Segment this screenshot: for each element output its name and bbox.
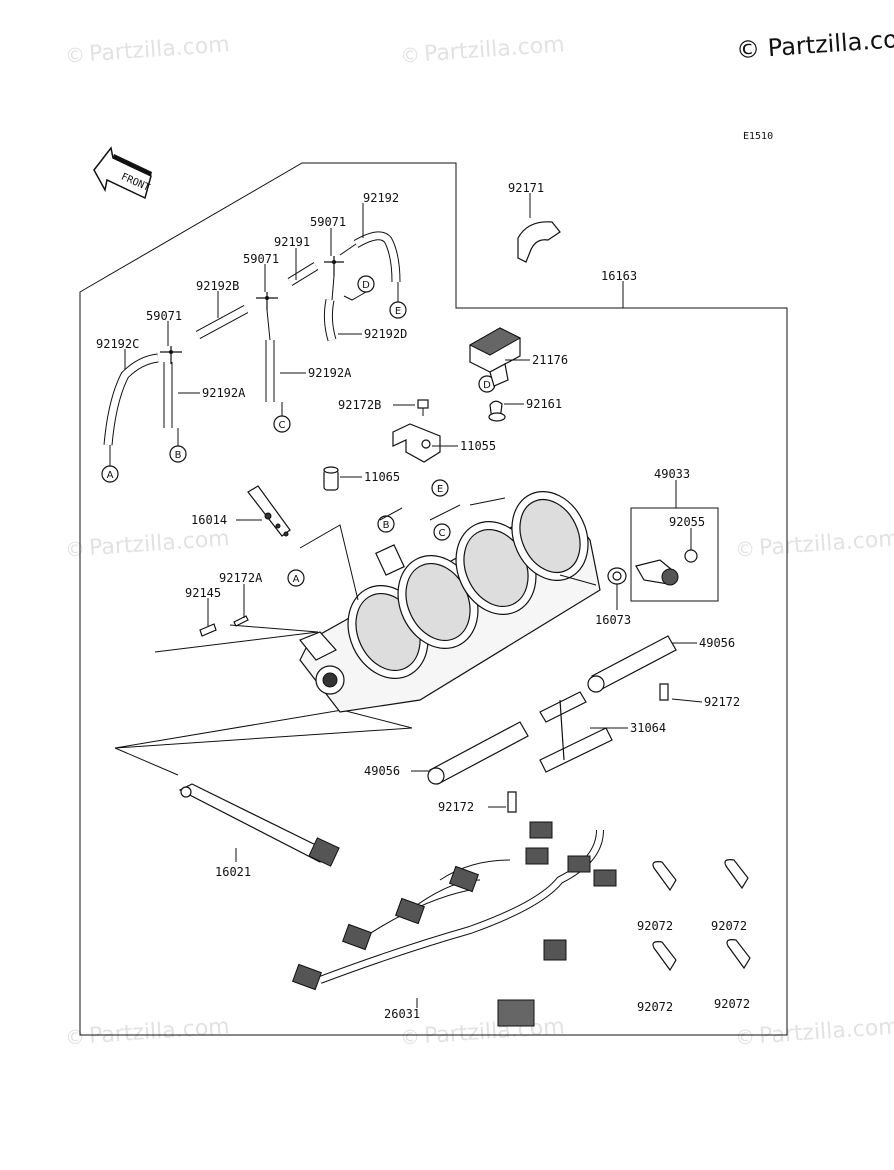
vacuum-hoses <box>103 231 401 446</box>
front-arrow-icon: FRONT <box>93 146 152 200</box>
injector-harness <box>178 783 340 867</box>
part-label-59071[interactable]: 59071 <box>243 252 279 266</box>
part-label-92072[interactable]: 92072 <box>637 919 673 933</box>
part-label-92192a[interactable]: 92192A <box>202 386 246 400</box>
part-label-11065[interactable]: 11065 <box>364 470 400 484</box>
connector-markers: A B C D E D A B C E <box>101 275 496 587</box>
part-label-92191[interactable]: 92191 <box>274 235 310 249</box>
connector-label: E <box>395 306 401 317</box>
bolts <box>199 615 249 637</box>
wiring-harness <box>292 821 617 1027</box>
part-label-59071[interactable]: 59071 <box>310 215 346 229</box>
part-label-49056[interactable]: 49056 <box>364 764 400 778</box>
part-label-92192c[interactable]: 92192C <box>96 337 139 351</box>
diagram-code: E1510 <box>743 131 774 142</box>
part-label-16163[interactable]: 16163 <box>601 269 637 283</box>
part-label-26031[interactable]: 26031 <box>384 1007 420 1021</box>
part-label-49056[interactable]: 49056 <box>699 636 735 650</box>
part-label-92161[interactable]: 92161 <box>526 397 562 411</box>
connector-label: D <box>362 280 370 291</box>
part-label-16073[interactable]: 16073 <box>595 613 631 627</box>
part-label-92072[interactable]: 92072 <box>637 1000 673 1014</box>
throttle-body-assembly <box>114 491 601 749</box>
connector-label: C <box>279 420 286 431</box>
connector-label: A <box>293 574 300 585</box>
connector-label: A <box>107 470 114 481</box>
part-label-21176[interactable]: 21176 <box>532 353 568 367</box>
sensor-bracket <box>323 399 441 491</box>
part-label-92072[interactable]: 92072 <box>714 997 750 1011</box>
part-label-92055[interactable]: 92055 <box>669 515 705 529</box>
part-label-11055[interactable]: 11055 <box>460 439 496 453</box>
part-label-92172a[interactable]: 92172A <box>219 571 263 585</box>
part-label-16014[interactable]: 16014 <box>191 513 227 527</box>
part-label-92172b[interactable]: 92172B <box>338 398 381 412</box>
connector-label: B <box>383 520 390 531</box>
connector-label: C <box>439 528 446 539</box>
part-label-49033[interactable]: 49033 <box>654 467 690 481</box>
part-label-92192a[interactable]: 92192A <box>308 366 352 380</box>
idle-valve <box>607 549 698 586</box>
leader-line <box>114 747 179 776</box>
part-label-92192[interactable]: 92192 <box>363 191 399 205</box>
part-label-92192b[interactable]: 92192B <box>196 279 239 293</box>
connector-label: B <box>175 450 182 461</box>
connector-label: D <box>483 380 491 391</box>
part-label-92172[interactable]: 92172 <box>438 800 474 814</box>
part-label-92072[interactable]: 92072 <box>711 919 747 933</box>
leader-lines <box>124 193 703 1008</box>
part-labels: 92192 92171 59071 92191 59071 16163 9219… <box>96 181 750 1021</box>
part-label-92171[interactable]: 92171 <box>508 181 544 195</box>
map-sensor <box>468 327 522 422</box>
connector-label: E <box>437 484 443 495</box>
part-label-92192d[interactable]: 92192D <box>364 327 407 341</box>
clamps <box>652 859 751 972</box>
part-label-92172[interactable]: 92172 <box>704 695 740 709</box>
sub-frame <box>630 507 719 602</box>
throttle-sensor <box>247 485 291 537</box>
part-label-59071[interactable]: 59071 <box>146 309 182 323</box>
part-label-92145[interactable]: 92145 <box>185 586 221 600</box>
diagram-frame <box>79 162 788 1036</box>
part-label-31064[interactable]: 31064 <box>630 721 666 735</box>
part-label-16021[interactable]: 16021 <box>215 865 251 879</box>
hose-clamp <box>517 221 561 263</box>
fuel-rails <box>427 635 677 813</box>
